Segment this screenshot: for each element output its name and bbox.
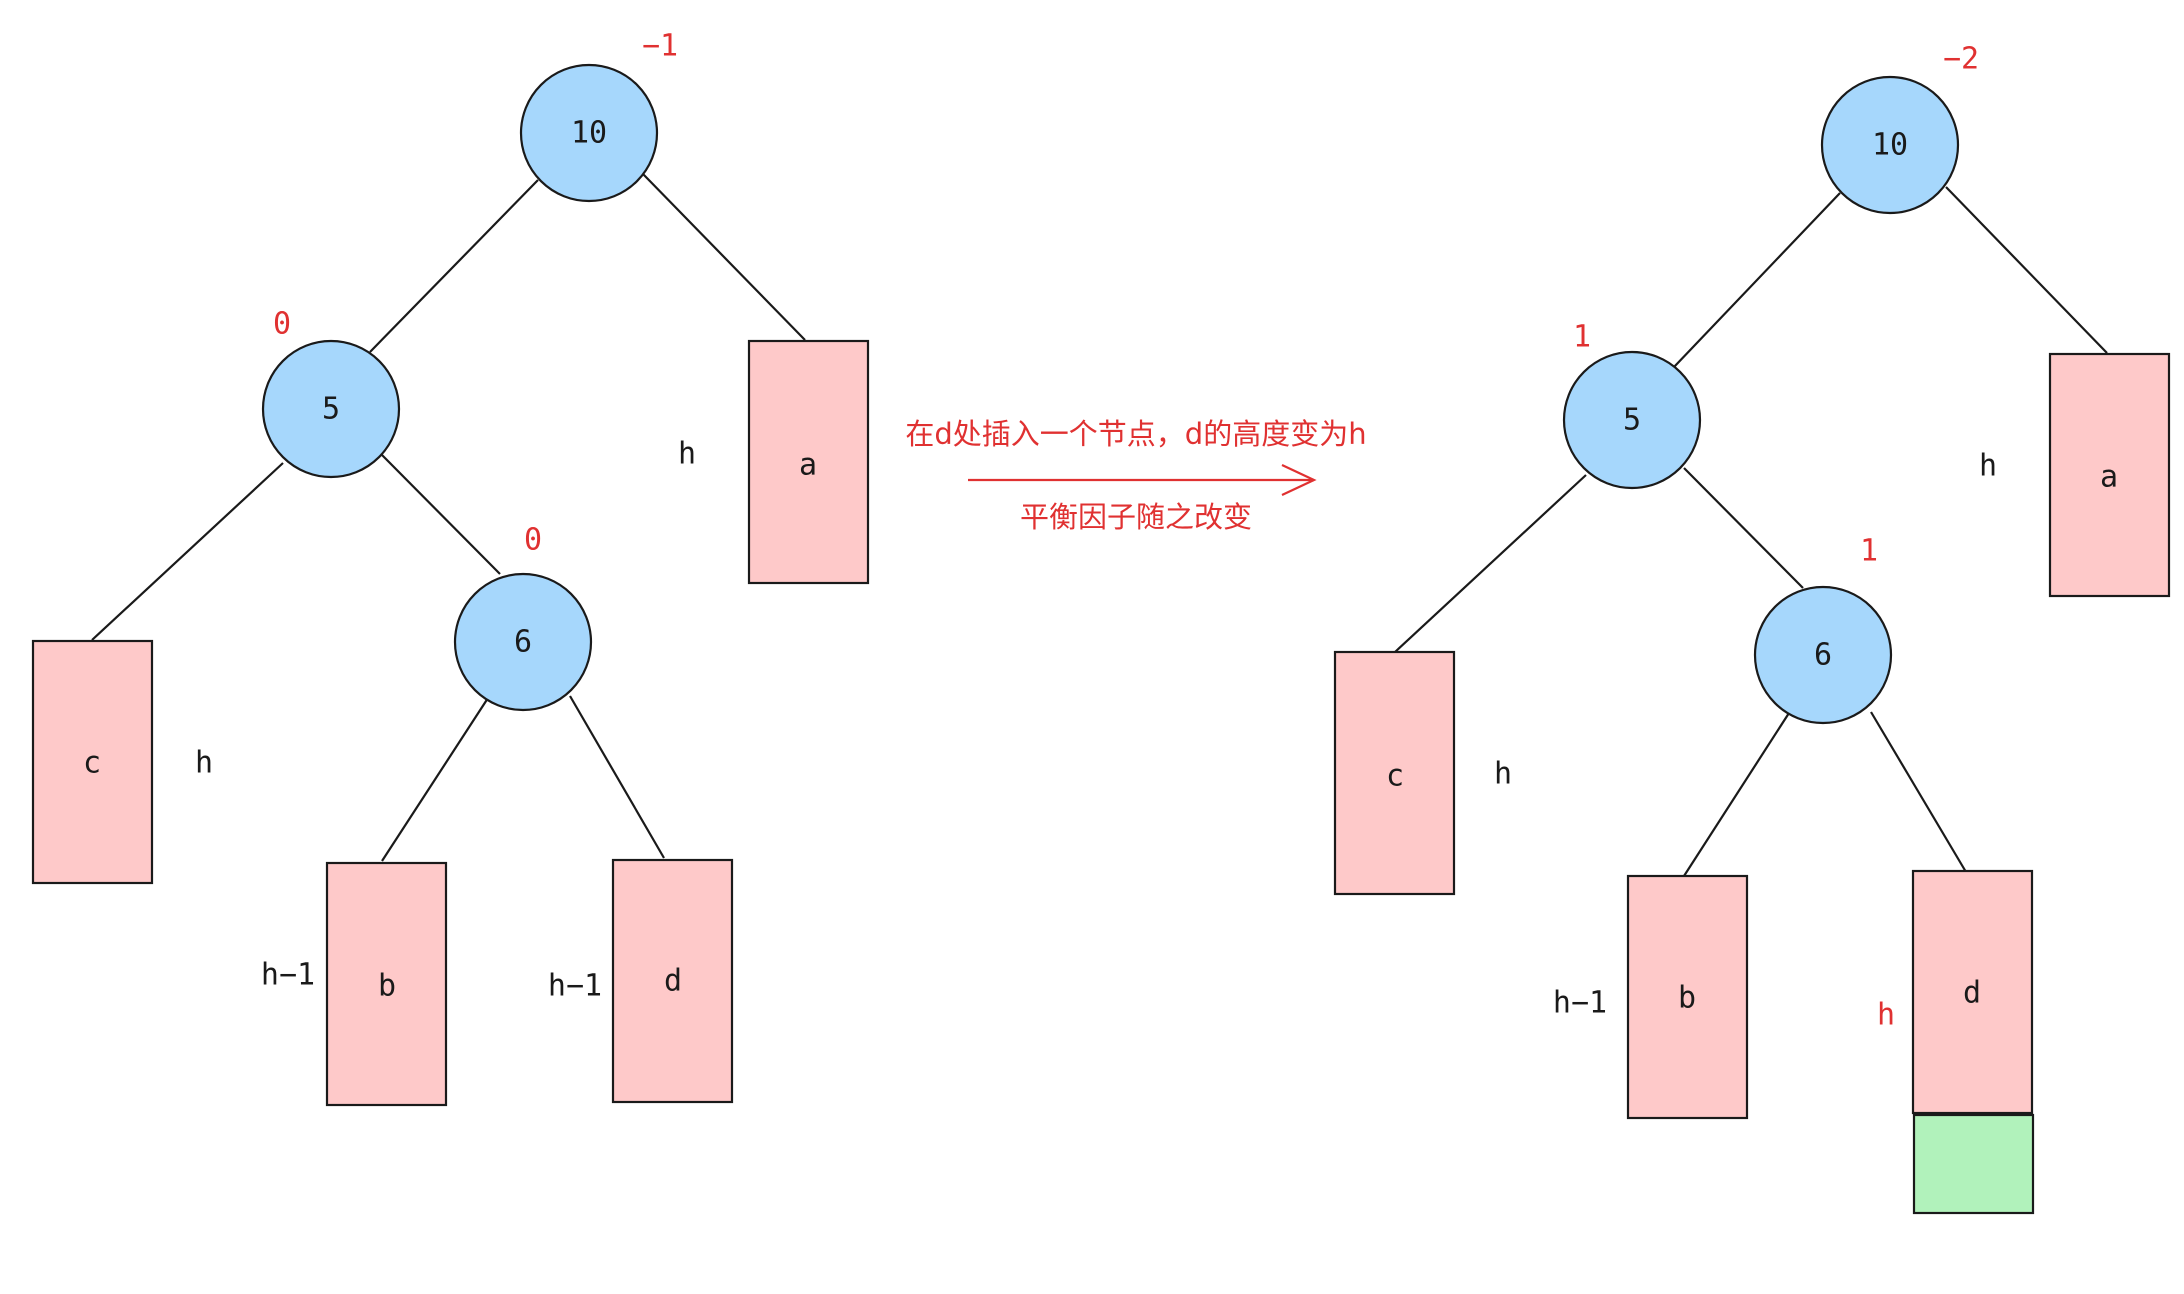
balance-factor: 0: [524, 523, 542, 558]
height-label: h: [1494, 757, 1512, 792]
caption-top: 在d处插入一个节点，d的高度变为h: [905, 417, 1366, 451]
subtree-box: [611, 858, 734, 1104]
height-label: h: [195, 746, 213, 781]
subtree-box: [1626, 874, 1749, 1120]
node-circle: [519, 63, 659, 203]
node-5: 5 0: [261, 307, 401, 479]
subtree-d: d h−1: [548, 858, 734, 1104]
subtree-box: [1911, 869, 2034, 1115]
node-key: 5: [322, 392, 340, 427]
edge-6-b: [381, 697, 489, 862]
edge-6-d: [569, 695, 665, 859]
height-label: h: [678, 437, 696, 472]
inserted-node: [1912, 1113, 2035, 1215]
node-10: 10 −2: [1820, 42, 1979, 215]
subtree-label: a: [799, 448, 817, 483]
node-5: 5 1: [1562, 320, 1702, 490]
subtree-label: d: [1963, 976, 1981, 1011]
subtree-a: a h: [678, 339, 870, 585]
subtree-box: [747, 339, 870, 585]
edge-5-c: [91, 462, 284, 641]
subtree-box: [31, 639, 154, 885]
height-label: h−1: [1553, 986, 1607, 1021]
balance-factor: −2: [1943, 42, 1979, 77]
subtree-b: b h−1: [1553, 874, 1749, 1120]
height-label: h: [1979, 449, 1997, 484]
node-circle: [1820, 75, 1960, 215]
edge-5-c: [1394, 474, 1587, 653]
edge-10-a: [1945, 186, 2108, 354]
edge-10-5: [369, 179, 539, 353]
balance-factor: 0: [273, 307, 291, 342]
node-circle: [1562, 350, 1702, 490]
arrow-head-icon: [1281, 464, 1317, 496]
node-key: 6: [514, 625, 532, 660]
subtree-box: [1333, 650, 1456, 896]
transition: 在d处插入一个节点，d的高度变为h 平衡因子随之改变: [905, 417, 1366, 534]
height-label: h−1: [548, 969, 602, 1004]
edge-10-a: [642, 173, 806, 341]
node-10: 10 −1: [519, 29, 678, 203]
node-key: 6: [1814, 638, 1832, 673]
edge-5-6: [381, 454, 501, 575]
subtree-box: [325, 861, 448, 1107]
subtree-b: b h−1: [261, 861, 448, 1107]
caption-bottom: 平衡因子随之改变: [1020, 500, 1252, 534]
node-key: 5: [1623, 403, 1641, 438]
node-circle: [453, 572, 593, 712]
height-label: h−1: [261, 958, 315, 993]
node-6: 6 0: [453, 523, 593, 712]
tree-after: 10 −2 5 1 6 1 a h c h b: [1333, 42, 2171, 1215]
edge-5-6: [1683, 467, 1804, 589]
subtree-box: [2048, 352, 2171, 598]
subtree-label: a: [2100, 460, 2118, 495]
node-6: 6 1: [1753, 534, 1893, 725]
subtree-a: a h: [1979, 352, 2171, 598]
tree-before: 10 −1 5 0 6 0 a h c h b: [31, 29, 870, 1107]
subtree-label: b: [1678, 981, 1696, 1016]
subtree-d: d h: [1877, 869, 2034, 1115]
edge-10-5: [1673, 192, 1841, 368]
edge-6-d: [1870, 711, 1967, 873]
subtree-label: b: [378, 969, 396, 1004]
subtree-label: c: [83, 746, 101, 781]
node-key: 10: [571, 116, 607, 151]
height-label: h: [1877, 998, 1895, 1033]
subtree-c: c h: [1333, 650, 1512, 896]
balance-factor: −1: [642, 29, 678, 64]
balance-factor: 1: [1860, 534, 1878, 569]
balance-factor: 1: [1573, 320, 1591, 355]
node-circle: [1753, 585, 1893, 725]
node-circle: [261, 339, 401, 479]
subtree-label: d: [664, 964, 682, 999]
subtree-c: c h: [31, 639, 213, 885]
node-key: 10: [1872, 128, 1908, 163]
edge-6-b: [1683, 712, 1790, 877]
subtree-label: c: [1386, 759, 1404, 794]
